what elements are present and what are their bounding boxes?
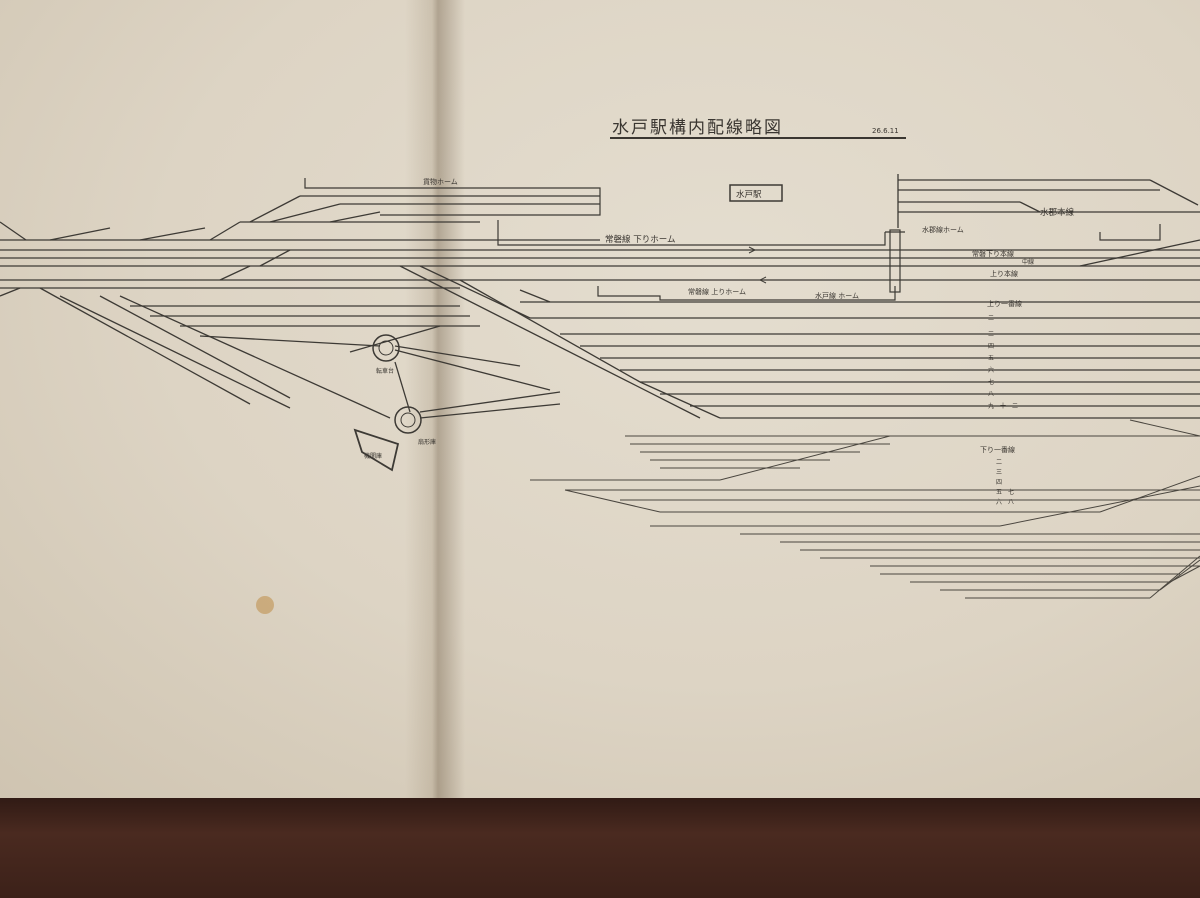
main-lines: [0, 221, 1200, 297]
depot-label-1: 転車台: [376, 367, 394, 375]
svg-text:十: 十: [1000, 402, 1006, 410]
down-yard-label: 下り一番線: [980, 445, 1015, 454]
up-main-label: 上り本線: [990, 269, 1018, 278]
svg-text:九: 九: [988, 402, 994, 410]
freight-sidings: [249, 195, 600, 223]
turntable-1: [372, 334, 400, 362]
svg-text:六: 六: [988, 366, 994, 374]
up-yard-numbers: 二 三 四 五 六 七 八 九 十 二: [988, 315, 1018, 410]
depot-label-3: 機関庫: [364, 452, 382, 460]
paper-fold: [405, 0, 465, 798]
svg-text:二: 二: [988, 315, 994, 322]
joban-down-platform: [497, 220, 886, 246]
suigun-sidings: [897, 174, 1200, 241]
freight-platform: [304, 178, 601, 216]
down-yard-numbers: 二 三 四 五 六 七 八: [996, 459, 1014, 506]
diagram-date: 26.6.11: [872, 127, 899, 135]
svg-text:四: 四: [996, 479, 1002, 486]
left-yard-tracks: [39, 287, 561, 419]
svg-text:五: 五: [988, 355, 994, 362]
svg-text:四: 四: [988, 343, 994, 350]
svg-text:三: 三: [988, 331, 994, 338]
joban-up-platform: [597, 286, 896, 301]
suigun-line-label: 水郡本線: [1040, 207, 1075, 218]
svg-text:二: 二: [1012, 403, 1018, 410]
depot-label-2: 扇形庫: [418, 438, 436, 446]
roundhouse: [353, 428, 400, 472]
table-surface: [0, 790, 1200, 898]
footbridge: [885, 229, 905, 293]
map-sheet: [0, 0, 1200, 798]
diagram-title: 水戸駅構内配線略図: [612, 118, 783, 138]
turntable-2: [394, 406, 422, 434]
down-arrow-head: [748, 246, 757, 254]
freight-platform-label: 貨物ホーム: [423, 177, 458, 186]
joban-up-platform-label: 常磐線 上りホーム: [688, 287, 746, 296]
svg-text:六: 六: [996, 498, 1002, 506]
joban-down-main-label: 常磐下り本線: [972, 249, 1014, 258]
station-label: 水戸駅: [736, 189, 762, 200]
svg-text:八: 八: [988, 391, 994, 398]
svg-text:三: 三: [996, 469, 1002, 476]
station-building: [729, 184, 783, 202]
up-arrow-head: [758, 276, 767, 284]
svg-text:七: 七: [1008, 488, 1014, 496]
up-yard-label: 上り一番線: [987, 299, 1022, 308]
mito-line-platform-label: 水戸線 ホーム: [815, 291, 859, 300]
svg-text:二: 二: [996, 459, 1002, 466]
svg-text:七: 七: [988, 378, 994, 386]
svg-text:八: 八: [1008, 499, 1014, 506]
svg-text:五: 五: [996, 489, 1002, 496]
joban-down-platform-label: 常磐線 下りホーム: [605, 234, 675, 245]
paper-stain: [256, 596, 274, 614]
up-yard-tracks: [399, 265, 1200, 419]
naka-line-label: 中線: [1022, 258, 1034, 266]
suigun-platform-label: 水郡線ホーム: [922, 225, 964, 234]
down-yard-tracks: [530, 419, 1200, 599]
track-layout-diagram: 水戸駅構内配線略図 26.6.11 水戸駅 貨物ホーム 常磐線 下りホーム: [0, 118, 1200, 599]
